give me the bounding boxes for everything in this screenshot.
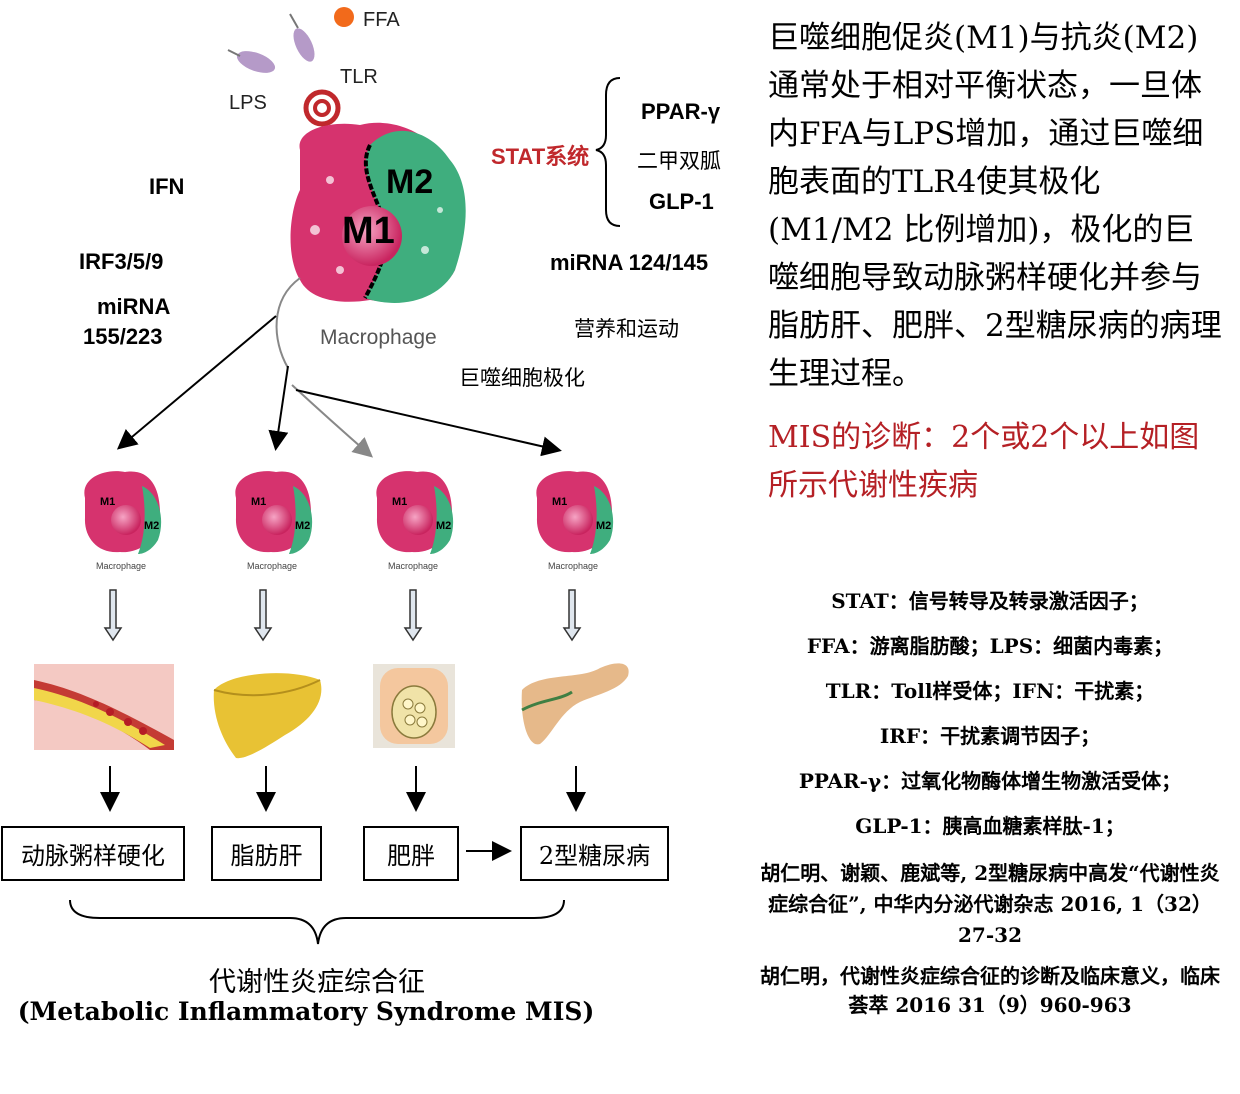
stat-label: STAT系统: [491, 144, 590, 169]
small-cell-m2-label: M2: [436, 520, 452, 532]
small-macrophage-3: [376, 471, 454, 554]
disease-box-obesity: 肥胖: [363, 826, 459, 881]
note-irf: IRF：干扰素调节因子；: [879, 724, 1101, 748]
ifn-label: IFN: [149, 174, 185, 199]
note-ppar: PPAR-γ：过氧化物酶体增生物激活受体；: [798, 769, 1182, 793]
disease-arrows: [100, 766, 586, 861]
metformin-label: 二甲双胍: [637, 149, 721, 173]
small-cell-caption: Macrophage: [247, 561, 298, 571]
tlr-label: TLR: [340, 66, 378, 88]
lps-bacteria-icon: [227, 13, 315, 73]
note-ffa-lps: FFA：游离脂肪酸；LPS：细菌内毒素；: [806, 634, 1174, 658]
syndrome-title-cn: 代谢性炎症综合征: [209, 967, 425, 998]
small-macrophage-1: [84, 471, 162, 554]
diagnosis-text: MIS的诊断：2个或2个以上如图所示代谢性疾病: [768, 420, 1200, 503]
macrophage-cell: [290, 122, 466, 303]
small-cell-m2-label: M2: [295, 520, 311, 532]
small-cell-caption: Macrophage: [388, 561, 439, 571]
small-cell-m1-label: M1: [100, 496, 116, 508]
liver-image: [213, 673, 322, 759]
reference-1: 胡仁明、谢颖、鹿斌等, 2型糖尿病中高发“代谢性炎症综合征”, 中华内分泌代谢杂…: [760, 861, 1220, 947]
polarization-arrows: [116, 277, 562, 458]
polarization-label: 巨噬细胞极化: [459, 366, 585, 390]
ppar-label: PPAR-γ: [641, 99, 721, 124]
small-cell-m1-label: M1: [392, 496, 408, 508]
description-paragraph: 巨噬细胞促炎(M1)与抗炎(M2)通常处于相对平衡状态，一旦体内FFA与LPS增…: [768, 20, 1222, 392]
glp1-label: GLP-1: [649, 189, 714, 214]
m2-label: M2: [386, 163, 434, 201]
artery-image: [34, 664, 174, 750]
irf-label: IRF3/5/9: [79, 249, 164, 274]
syndrome-brace: [69, 899, 565, 945]
mirna-right-label: miRNA 124/145: [550, 250, 709, 275]
note-glp1: GLP-1：胰高血糖素样肽-1；: [855, 814, 1125, 838]
stat-bracket: [595, 77, 621, 227]
small-cell-caption: Macrophage: [96, 561, 147, 571]
small-macrophage-4: [536, 471, 614, 554]
reference-2: 胡仁明，代谢性炎症综合征的诊断及临床意义，临床荟萃 2016 31（9）960-…: [760, 964, 1220, 1017]
small-cell-caption: Macrophage: [548, 561, 599, 571]
disease-box-atherosclerosis: 动脉粥样硬化: [1, 826, 185, 881]
syndrome-title-en: (Metabolic Inflammatory Syndrome MIS): [17, 997, 595, 1026]
ffa-label: FFA: [363, 9, 400, 31]
m1-label: M1: [342, 210, 395, 252]
disease-box-fatty-liver: 脂肪肝: [211, 826, 322, 881]
small-cell-m1-label: M1: [552, 496, 568, 508]
mirna-left-numbers: 155/223: [83, 324, 163, 349]
ffa-ball-icon: [334, 7, 354, 27]
note-stat: STAT：信号转导及转录激活因子；: [831, 589, 1149, 613]
macrophage-label: Macrophage: [320, 326, 437, 349]
hollow-arrows: [103, 589, 582, 642]
nutrition-label: 营养和运动: [574, 317, 679, 341]
pancreas-image: [521, 663, 629, 745]
lps-label: LPS: [229, 92, 267, 114]
small-cell-m2-label: M2: [144, 520, 160, 532]
small-cell-m1-label: M1: [251, 496, 267, 508]
mirna-left-label: miRNA: [97, 294, 171, 319]
disease-box-type2-diabetes: 2型糖尿病: [520, 826, 669, 881]
small-macrophage-2: [235, 471, 313, 554]
small-cell-m2-label: M2: [596, 520, 612, 532]
obesity-image: [373, 664, 455, 748]
note-tlr-ifn: TLR：Toll样受体；IFN：干扰素；: [825, 679, 1155, 703]
